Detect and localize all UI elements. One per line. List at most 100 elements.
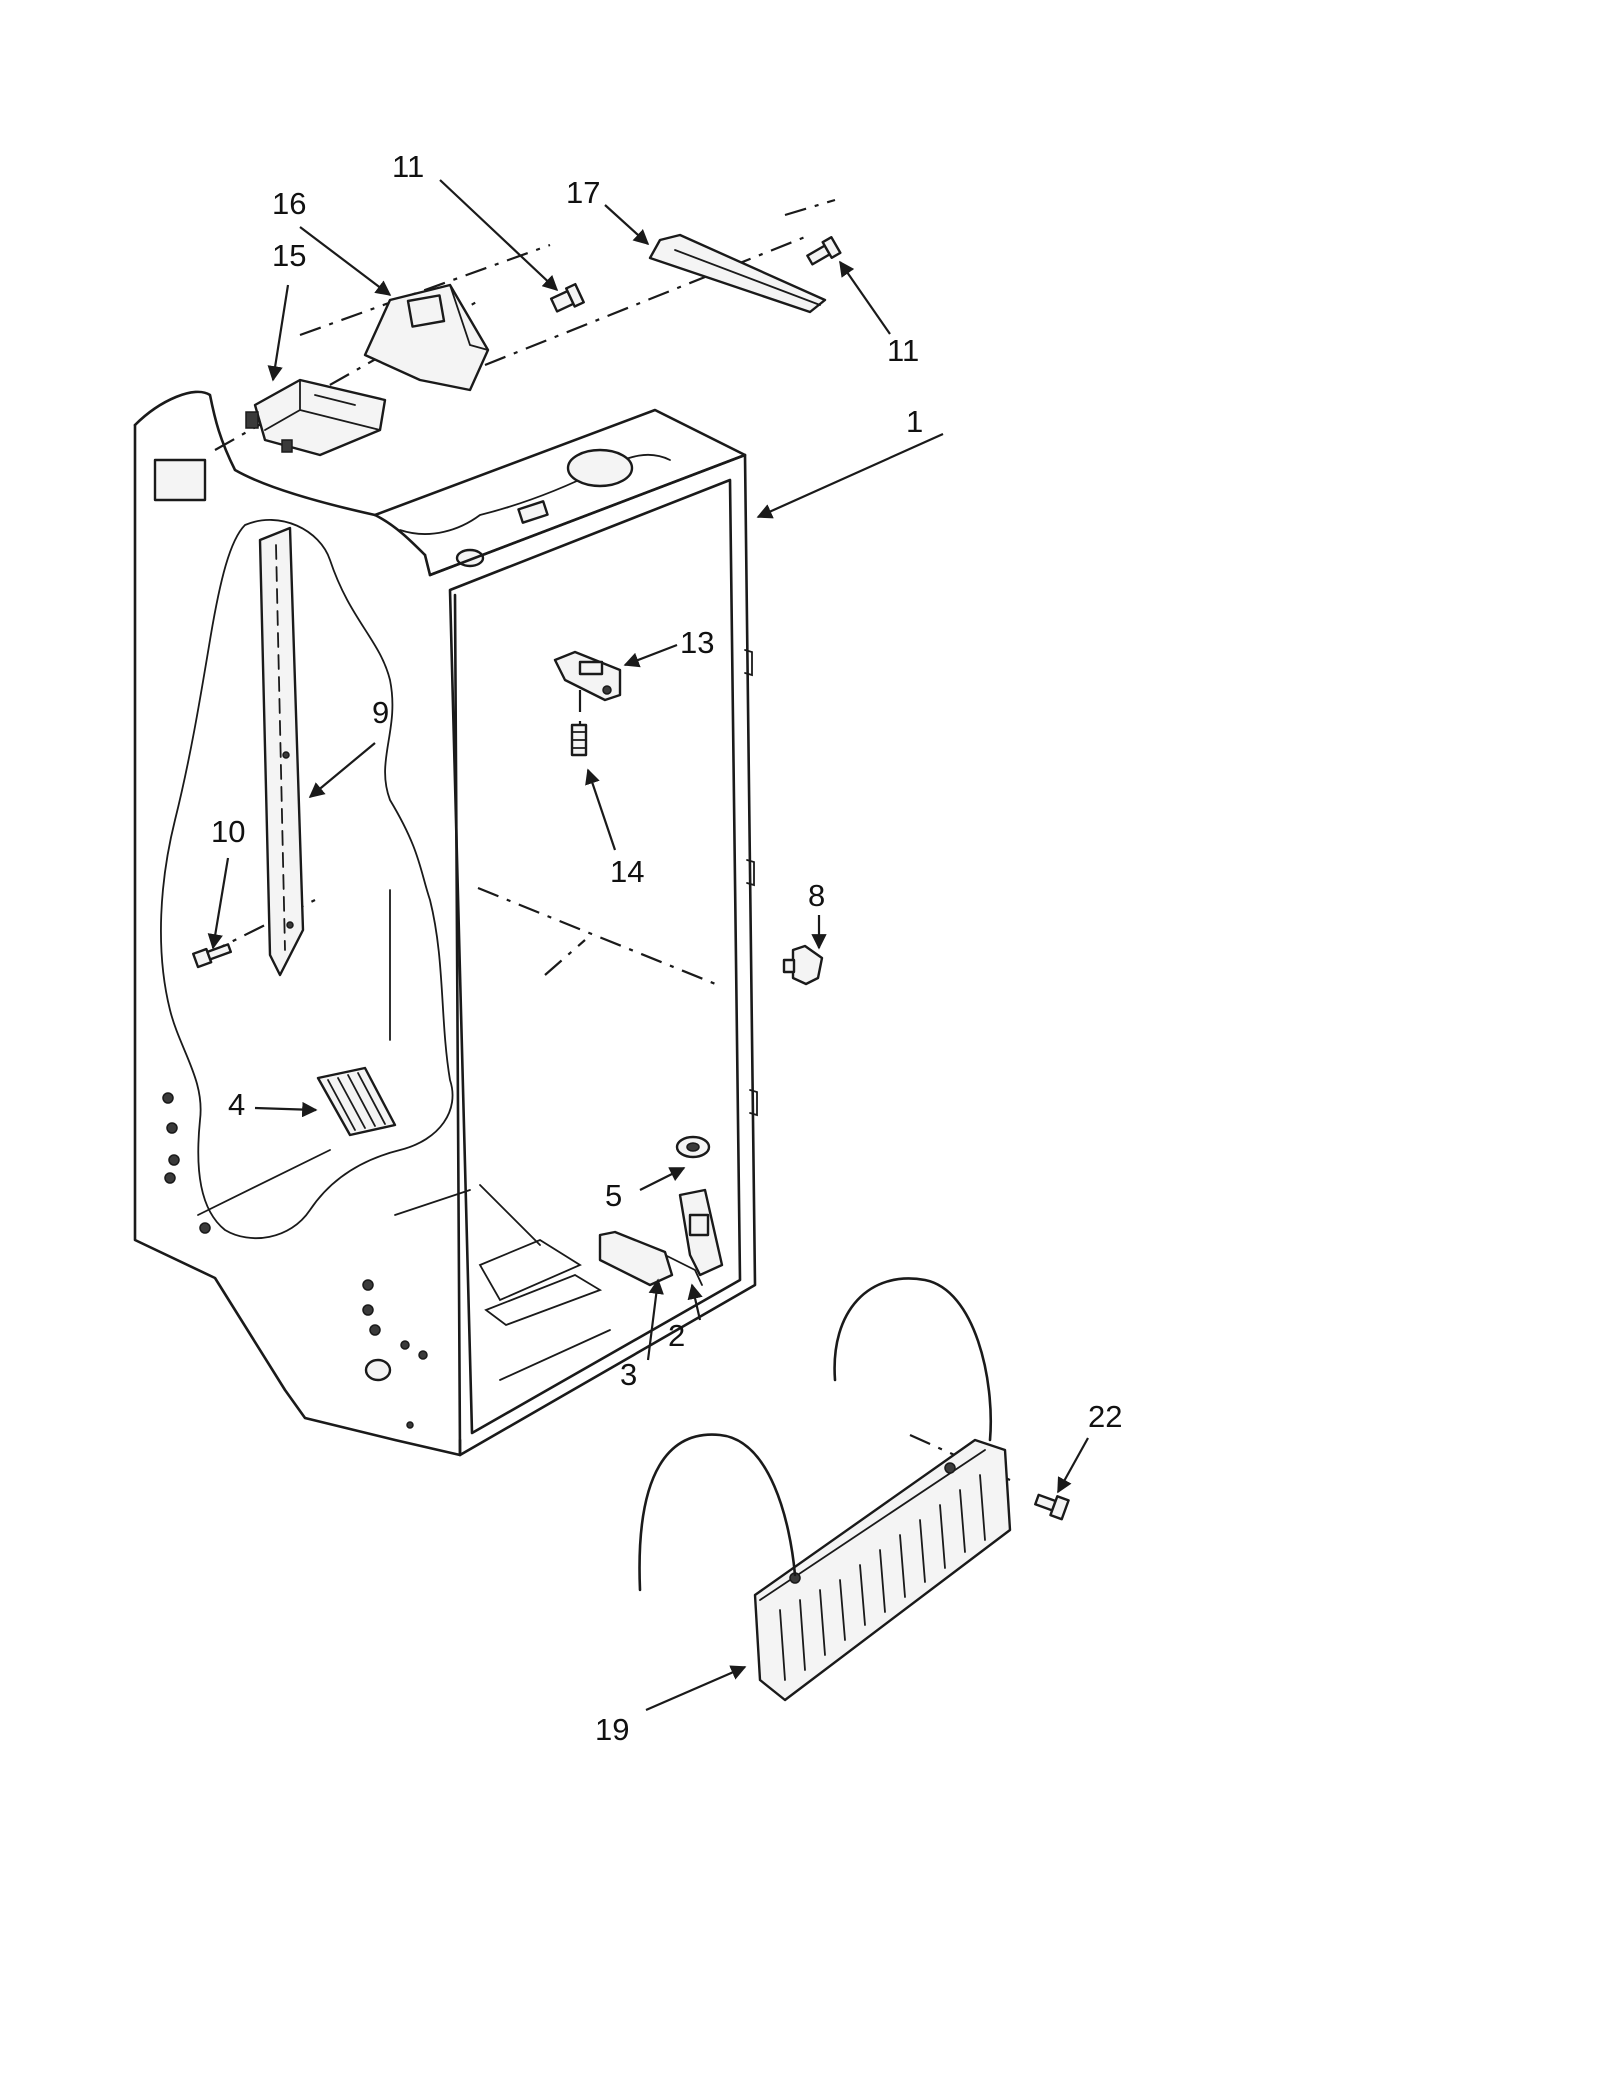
side-hole-8 <box>369 1324 381 1336</box>
leader-19 <box>645 1665 747 1712</box>
cabinet-side-vent <box>153 458 207 502</box>
callout-labels: 1 2 3 4 5 8 9 10 11 11 13 14 15 16 17 19… <box>211 149 1122 1747</box>
screw-22-head <box>1049 1495 1070 1521</box>
cabinet-top-rear-edge <box>373 408 747 577</box>
part-3-tray <box>598 1230 674 1287</box>
flange-tab-2 <box>746 859 755 887</box>
part-9-rail <box>258 526 305 977</box>
grille-body <box>316 1066 397 1137</box>
assembly-line-diag <box>544 939 586 976</box>
assembly-line-shelf <box>477 886 719 987</box>
cabinet-top-slot <box>517 500 549 524</box>
part-15-control-housing <box>245 378 387 457</box>
leader-11-left <box>439 179 559 292</box>
callout-15: 15 <box>272 238 306 273</box>
part-11-screw-right <box>806 236 842 266</box>
callout-11-right: 11 <box>887 333 919 368</box>
leader-10 <box>207 857 230 950</box>
side-hole-12 <box>406 1421 414 1429</box>
cabinet-inner-edge <box>197 1149 331 1216</box>
assembly-line-11-right <box>784 198 836 217</box>
callout-19: 19 <box>595 1712 629 1747</box>
screw-11a-head <box>565 282 585 308</box>
tray-body <box>598 1230 674 1287</box>
leader-5 <box>639 1167 686 1191</box>
callout-3: 3 <box>620 1357 637 1392</box>
part-17-channel <box>648 233 827 314</box>
leader-1 <box>756 432 944 519</box>
rail-body <box>258 526 305 977</box>
callout-17: 17 <box>566 175 600 210</box>
heater-cord-left <box>638 1433 797 1592</box>
part-19-heater <box>638 1277 1012 1702</box>
leader-9 <box>308 742 376 798</box>
clip-hole <box>602 685 612 695</box>
part-22-screw <box>1034 1493 1070 1521</box>
side-hole-2 <box>166 1122 178 1134</box>
heater-cord-right <box>833 1277 992 1442</box>
leader-14 <box>585 768 617 851</box>
bracket-fold <box>449 284 489 351</box>
heater-mount-right <box>944 1462 956 1474</box>
side-hole-3 <box>168 1154 180 1166</box>
screw-14-threads <box>571 731 587 749</box>
plug-stem <box>782 958 796 974</box>
cabinet-floor-edge-2 <box>479 1184 541 1246</box>
rail-hole-1 <box>282 751 290 759</box>
part-8-plug <box>782 944 824 986</box>
crisper-pan-outline-2 <box>484 1274 603 1327</box>
leader-17 <box>604 204 650 246</box>
side-hole-10 <box>418 1350 428 1360</box>
part-13-clip <box>553 650 622 702</box>
side-hole-1 <box>162 1092 174 1104</box>
bracket-2-foot <box>664 1254 703 1286</box>
plug-body <box>791 944 824 986</box>
screw-10-shank <box>206 943 233 961</box>
assembly-line-17 <box>484 233 811 367</box>
callout-16: 16 <box>272 186 306 221</box>
leader-11-right <box>839 260 891 335</box>
bracket-window <box>406 294 446 328</box>
part-4-grille <box>316 1066 397 1137</box>
callout-1: 1 <box>906 404 923 439</box>
cabinet-front-flange-outer <box>428 453 757 1457</box>
part-2-bracket <box>664 1188 724 1286</box>
callout-9: 9 <box>372 695 389 730</box>
leader-13 <box>623 643 678 668</box>
side-hole-7 <box>362 1304 374 1316</box>
leader-15 <box>267 284 290 382</box>
cabinet-top-bumps <box>399 453 671 535</box>
housing-tab-left <box>245 411 259 429</box>
screw-11b-head <box>821 236 842 259</box>
leader-22 <box>1057 1437 1089 1494</box>
channel-lip <box>674 249 821 306</box>
grommet-inner <box>686 1142 700 1152</box>
callout-10: 10 <box>211 814 245 849</box>
callout-8: 8 <box>808 878 825 913</box>
side-hole-9 <box>400 1340 410 1350</box>
cabinet-top-left-edge <box>133 390 427 557</box>
clip-slot <box>578 660 604 676</box>
side-hole-6 <box>362 1279 374 1291</box>
part-16-bracket <box>363 283 490 392</box>
cabinet-front-flange-inner <box>448 478 742 1435</box>
grille-vanes <box>327 1072 386 1131</box>
cabinet-left-side <box>133 423 462 1457</box>
callout-4: 4 <box>228 1087 245 1122</box>
housing-body <box>253 378 387 457</box>
callout-14: 14 <box>610 854 644 889</box>
part-14-screw <box>570 723 588 757</box>
callout-2: 2 <box>668 1318 685 1353</box>
callout-22: 22 <box>1088 1399 1122 1434</box>
leader-2 <box>687 1283 703 1321</box>
leader-16 <box>299 226 392 296</box>
callout-13: 13 <box>680 625 714 660</box>
leader-3 <box>646 1278 664 1361</box>
cabinet-top-hole <box>566 448 634 488</box>
crisper-pan-outline <box>478 1238 582 1302</box>
rail-hole-2 <box>286 921 294 929</box>
leader-lines <box>207 179 1089 1712</box>
callout-11-left: 11 <box>392 149 424 184</box>
leader-4 <box>254 1101 318 1118</box>
